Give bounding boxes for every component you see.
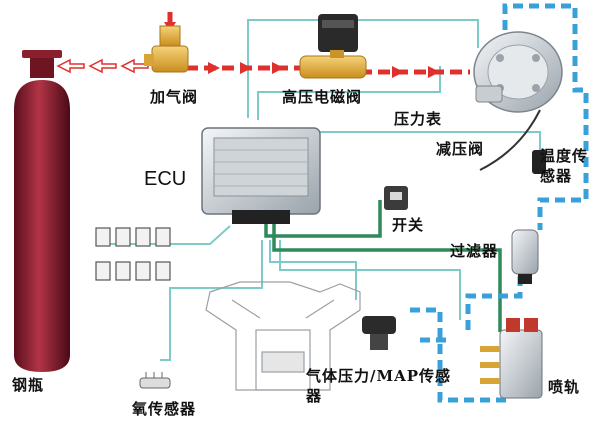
rail-nozzle [480,362,500,368]
fill-valve [144,25,189,73]
label-filter: 过滤器 [450,242,499,260]
return-flow-arrows [56,58,149,74]
map-sensor-body [362,316,396,334]
coil [135,227,151,247]
ecu-connector [232,210,290,224]
label-injector-rail: 喷轨 [548,378,581,396]
oxygen-sensor-threads [145,372,163,378]
switch-rocker [390,192,402,200]
engine-outline [205,281,361,391]
label-tank: 钢瓶 [12,376,45,394]
rail-injector [524,318,538,332]
rail-nozzle [480,378,500,384]
rail-nozzle [480,346,500,352]
flow-arrow-icon [240,62,252,74]
fill-valve-top [159,25,181,47]
gas-tank [14,50,70,372]
tank-valve-neck [30,56,54,78]
fill-valve-body [151,45,189,73]
coil [155,227,171,247]
solenoid-stem [330,50,344,58]
tank-valve-cap [22,50,62,58]
label-fill-valve: 加气阀 [150,88,199,106]
temperature-sensor [532,150,546,174]
ecu-fins [214,149,308,187]
coil [155,261,171,281]
flow-arrow-icon [208,62,220,74]
coil [115,227,131,247]
reducer-bolt [532,84,540,92]
injector-rail [480,318,543,399]
ecu-unit [201,127,321,224]
pressure-reducer [473,31,563,171]
ecu-face [213,137,309,197]
filter-cap [518,274,532,284]
flow-arrow-icon [272,62,284,74]
ignition-coil-group [95,227,171,281]
gas-filter [511,229,539,284]
engine-piston [261,351,305,373]
flow-arrow-icon [88,58,117,74]
label-temp-sensor: 温度传感器 [540,147,589,185]
engine-cylinder [255,329,311,391]
label-ecu: ECU [144,168,187,190]
fill-valve-port [144,54,154,66]
coil [95,261,111,281]
reducer-outlet [475,85,503,103]
solenoid-valve [299,14,367,79]
gas-flow-arrows [164,22,440,78]
rail-body [499,329,543,399]
tank-body [14,80,70,372]
engine-valves [231,299,335,319]
wire-ecu-to-rail [279,240,461,320]
map-sensor-base [370,334,388,350]
flow-arrow-icon [392,66,404,78]
coil [95,227,111,247]
map-sensor [362,316,396,350]
filter-body [511,229,539,275]
solenoid-body [299,55,367,79]
label-solenoid-valve: 高压电磁阀 [282,88,363,106]
wire-ecu-to-oxygen [160,240,263,361]
signal-wires [110,19,541,361]
coil [135,261,151,281]
coil [115,261,131,281]
label-switch: 开关 [392,216,425,234]
flow-arrow-icon [56,58,85,74]
reducer-bolt [532,54,540,62]
temp-sensor-body [532,150,546,174]
coolant-path-right [502,3,589,230]
power-wires [264,200,502,332]
oxygen-sensor [139,372,171,389]
oxygen-sensor-body [139,377,171,389]
rail-injector [506,318,520,332]
solenoid-coil [318,14,358,52]
wire-ecu-to-switch [264,200,382,238]
label-reducer: 减压阀 [436,140,485,158]
switch-icon [384,186,408,210]
wire-ecu-to-solenoid [257,66,441,120]
wire-ecu-to-temp [320,131,541,150]
label-pressure-gauge: 压力表 [394,110,443,128]
label-map-sensor: 气体压力/MAP传感器 [306,367,452,405]
solenoid-coil-band [322,20,354,28]
engine-block [205,281,361,391]
label-oxygen-sensor: 氧传感器 [132,400,197,418]
wire-ecu-to-injectors [272,218,502,332]
flow-arrow-icon [428,66,440,78]
reducer-bolt [496,54,504,62]
reducer-gauge-hose [479,109,541,171]
wire-ecu-to-map [269,240,357,300]
